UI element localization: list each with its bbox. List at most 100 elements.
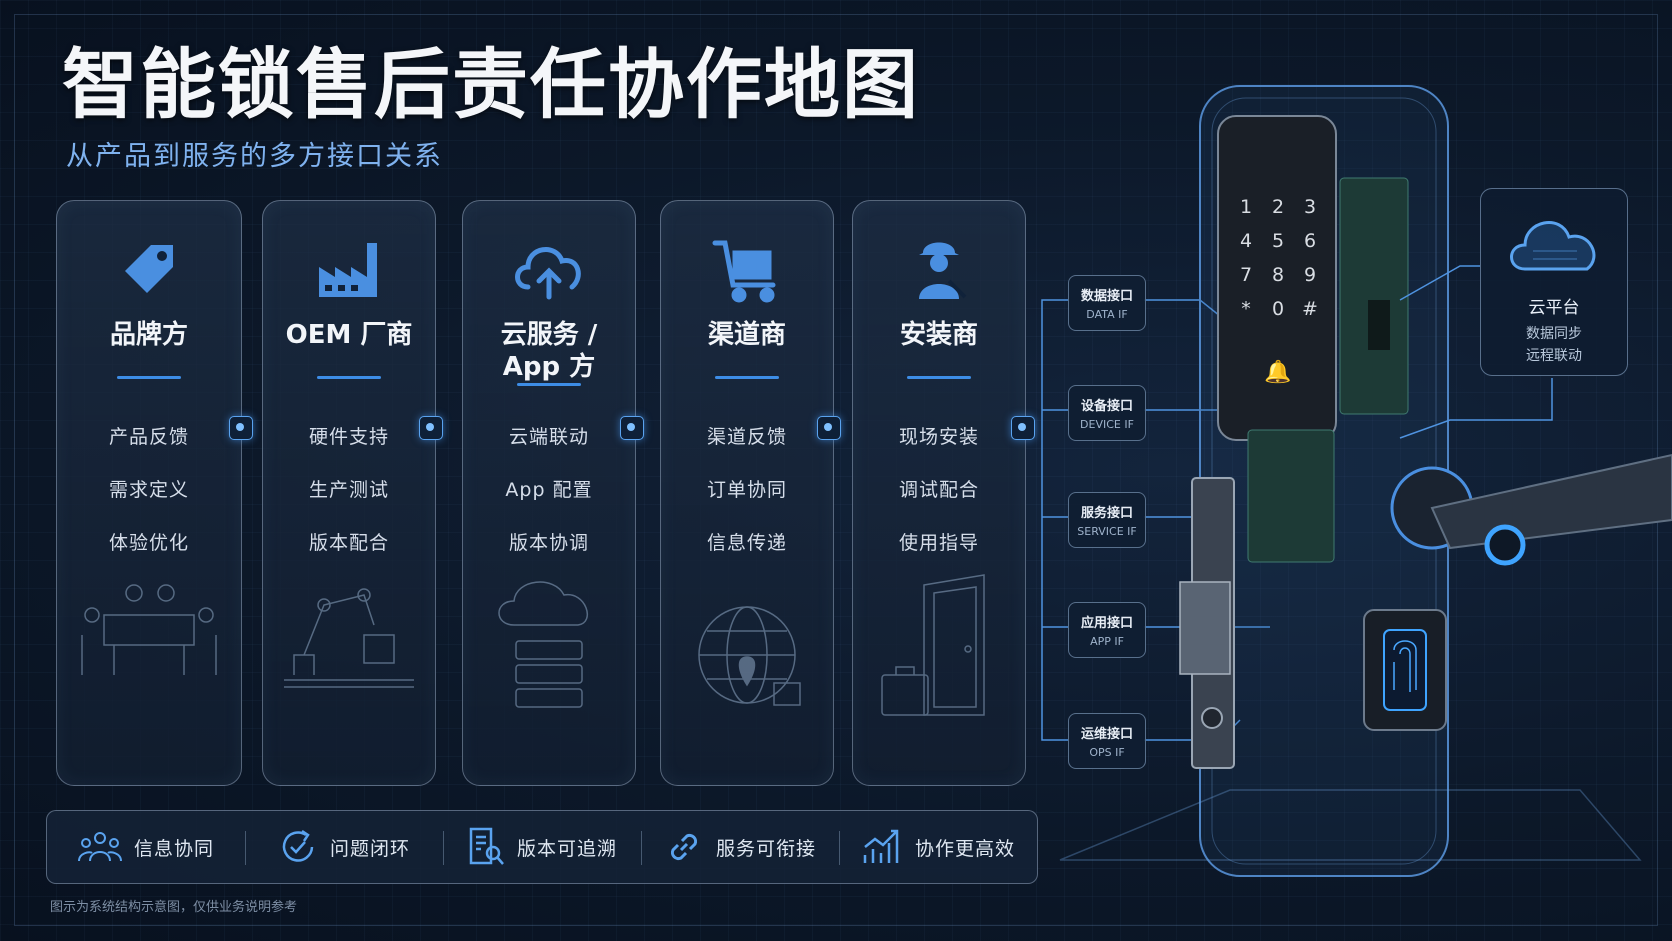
keypad-key: 6: [1303, 230, 1317, 252]
interface-service: 服务接口 SERVICE IF: [1068, 492, 1146, 548]
card-divider: [715, 376, 779, 379]
feature-label: 问题闭环: [329, 837, 410, 860]
factory-icon: [263, 231, 435, 307]
list-item: 订单协同: [706, 479, 787, 501]
refresh-check-icon: [282, 829, 314, 862]
card-installer: 安装商 现场安装 调试配合 使用指导: [852, 200, 1026, 786]
interface-app: 应用接口 APP IF: [1068, 602, 1146, 658]
list-item: 体验优化: [108, 532, 189, 554]
cloud-title: 云平台: [1528, 298, 1580, 318]
feature-item: 协作更高效: [839, 827, 1037, 867]
list-item: 渠道反馈: [706, 426, 787, 448]
card-role: 渠道商: [707, 320, 786, 350]
keypad-key: 5: [1271, 230, 1285, 252]
role-line-2: App 方: [502, 352, 596, 382]
bell-icon: 🔔: [1264, 360, 1292, 385]
list-item: 使用指导: [898, 532, 979, 554]
list-item: 产品反馈: [108, 426, 189, 448]
card-items: 产品反馈 需求定义 体验优化: [57, 411, 241, 570]
interface-cn: 运维接口: [1080, 727, 1133, 742]
page-subtitle: 从产品到服务的多方接口关系: [66, 141, 443, 172]
card-items: 硬件支持 生产测试 版本配合: [263, 411, 435, 570]
card-role: 品牌方: [109, 320, 188, 350]
cloud-platform-box: 云平台 数据同步 远程联动: [1480, 188, 1628, 376]
card-connector: [229, 416, 253, 440]
door-toolbox-illustration: [853, 565, 1025, 765]
keypad-key: #: [1302, 298, 1318, 320]
cloud-icon: [1510, 221, 1596, 271]
interface-en: DEVICE IF: [1080, 418, 1134, 431]
interface-en: OPS IF: [1089, 746, 1125, 759]
features-bar: 信息协同 问题闭环 版本可追溯 服务可衔接 协作更高效: [46, 810, 1038, 884]
interface-en: SERVICE IF: [1077, 525, 1137, 538]
card-role: OEM 厂商: [285, 320, 413, 350]
keypad-key: 4: [1239, 230, 1253, 252]
keypad-key: 3: [1303, 196, 1317, 218]
list-item: 硬件支持: [308, 426, 389, 448]
cloud-line-1: 数据同步: [1526, 326, 1582, 342]
card-role: 云服务 / App 方: [463, 319, 635, 383]
keypad-key: 0: [1271, 298, 1285, 320]
document-search-icon: [469, 827, 504, 865]
interface-data: 数据接口 DATA IF: [1068, 275, 1146, 331]
keypad-key: 1: [1239, 196, 1253, 218]
card-items: 云端联动 App 配置 版本协调: [463, 411, 635, 570]
card-items: 渠道反馈 订单协同 信息传递: [661, 411, 833, 570]
feature-label: 协作更高效: [914, 837, 1015, 860]
feature-label: 信息协同: [133, 837, 214, 860]
interface-cn: 应用接口: [1080, 616, 1133, 631]
interface-device: 设备接口 DEVICE IF: [1068, 385, 1146, 441]
card-cloud-app: 云服务 / App 方 云端联动 App 配置 版本协调: [462, 200, 636, 786]
card-brand: 品牌方 产品反馈 需求定义 体验优化: [56, 200, 242, 786]
interface-cn: 设备接口: [1080, 399, 1133, 414]
keypad-key: 8: [1271, 264, 1285, 286]
robot-arm-illustration: [263, 565, 435, 765]
interface-ops: 运维接口 OPS IF: [1068, 713, 1146, 769]
interface-cn: 数据接口: [1080, 289, 1133, 304]
interface-en: APP IF: [1090, 635, 1124, 648]
card-channel: 渠道商 渠道反馈 订单协同 信息传递: [660, 200, 834, 786]
list-item: 信息传递: [706, 532, 787, 554]
keypad-key: 7: [1239, 264, 1253, 286]
feature-label: 服务可衔接: [715, 837, 816, 860]
list-item: 云端联动: [508, 426, 589, 448]
globe-illustration: [661, 565, 833, 765]
chart-up-icon: [863, 829, 899, 863]
list-item: 生产测试: [308, 479, 389, 501]
tag-icon: [57, 231, 241, 307]
keypad-key: 9: [1303, 264, 1317, 286]
card-divider: [907, 376, 971, 379]
feature-item: 问题闭环: [245, 827, 443, 867]
interface-cn: 服务接口: [1080, 506, 1133, 521]
card-divider: [317, 376, 381, 379]
feature-item: 服务可衔接: [641, 827, 839, 867]
server-cloud-illustration: [463, 565, 635, 765]
card-oem: OEM 厂商 硬件支持 生产测试 版本配合: [262, 200, 436, 786]
cloud-line-2: 远程联动: [1526, 348, 1582, 364]
worker-icon: [853, 231, 1025, 307]
page-title: 智能锁售后责任协作地图: [62, 40, 920, 129]
card-items: 现场安装 调试配合 使用指导: [853, 411, 1025, 570]
keypad-key: 2: [1271, 196, 1285, 218]
cloud-upload-icon: [463, 231, 635, 307]
feature-item: 版本可追溯: [443, 827, 641, 867]
list-item: 现场安装: [898, 426, 979, 448]
list-item: App 配置: [505, 479, 593, 501]
meeting-illustration: [57, 565, 241, 765]
keypad-key: *: [1241, 298, 1251, 320]
card-connector: [620, 416, 644, 440]
footnote: 图示为系统结构示意图，仅供业务说明参考: [50, 900, 298, 915]
card-connector: [817, 416, 841, 440]
card-divider: [517, 383, 581, 386]
interface-en: DATA IF: [1086, 308, 1128, 321]
card-divider: [117, 376, 181, 379]
list-item: 版本配合: [308, 532, 389, 554]
feature-label: 版本可追溯: [516, 837, 617, 860]
list-item: 需求定义: [108, 479, 189, 501]
link-icon: [670, 833, 698, 861]
card-role: 安装商: [899, 320, 978, 350]
list-item: 调试配合: [898, 479, 979, 501]
people-icon: [77, 832, 122, 862]
cart-icon: [661, 231, 833, 307]
